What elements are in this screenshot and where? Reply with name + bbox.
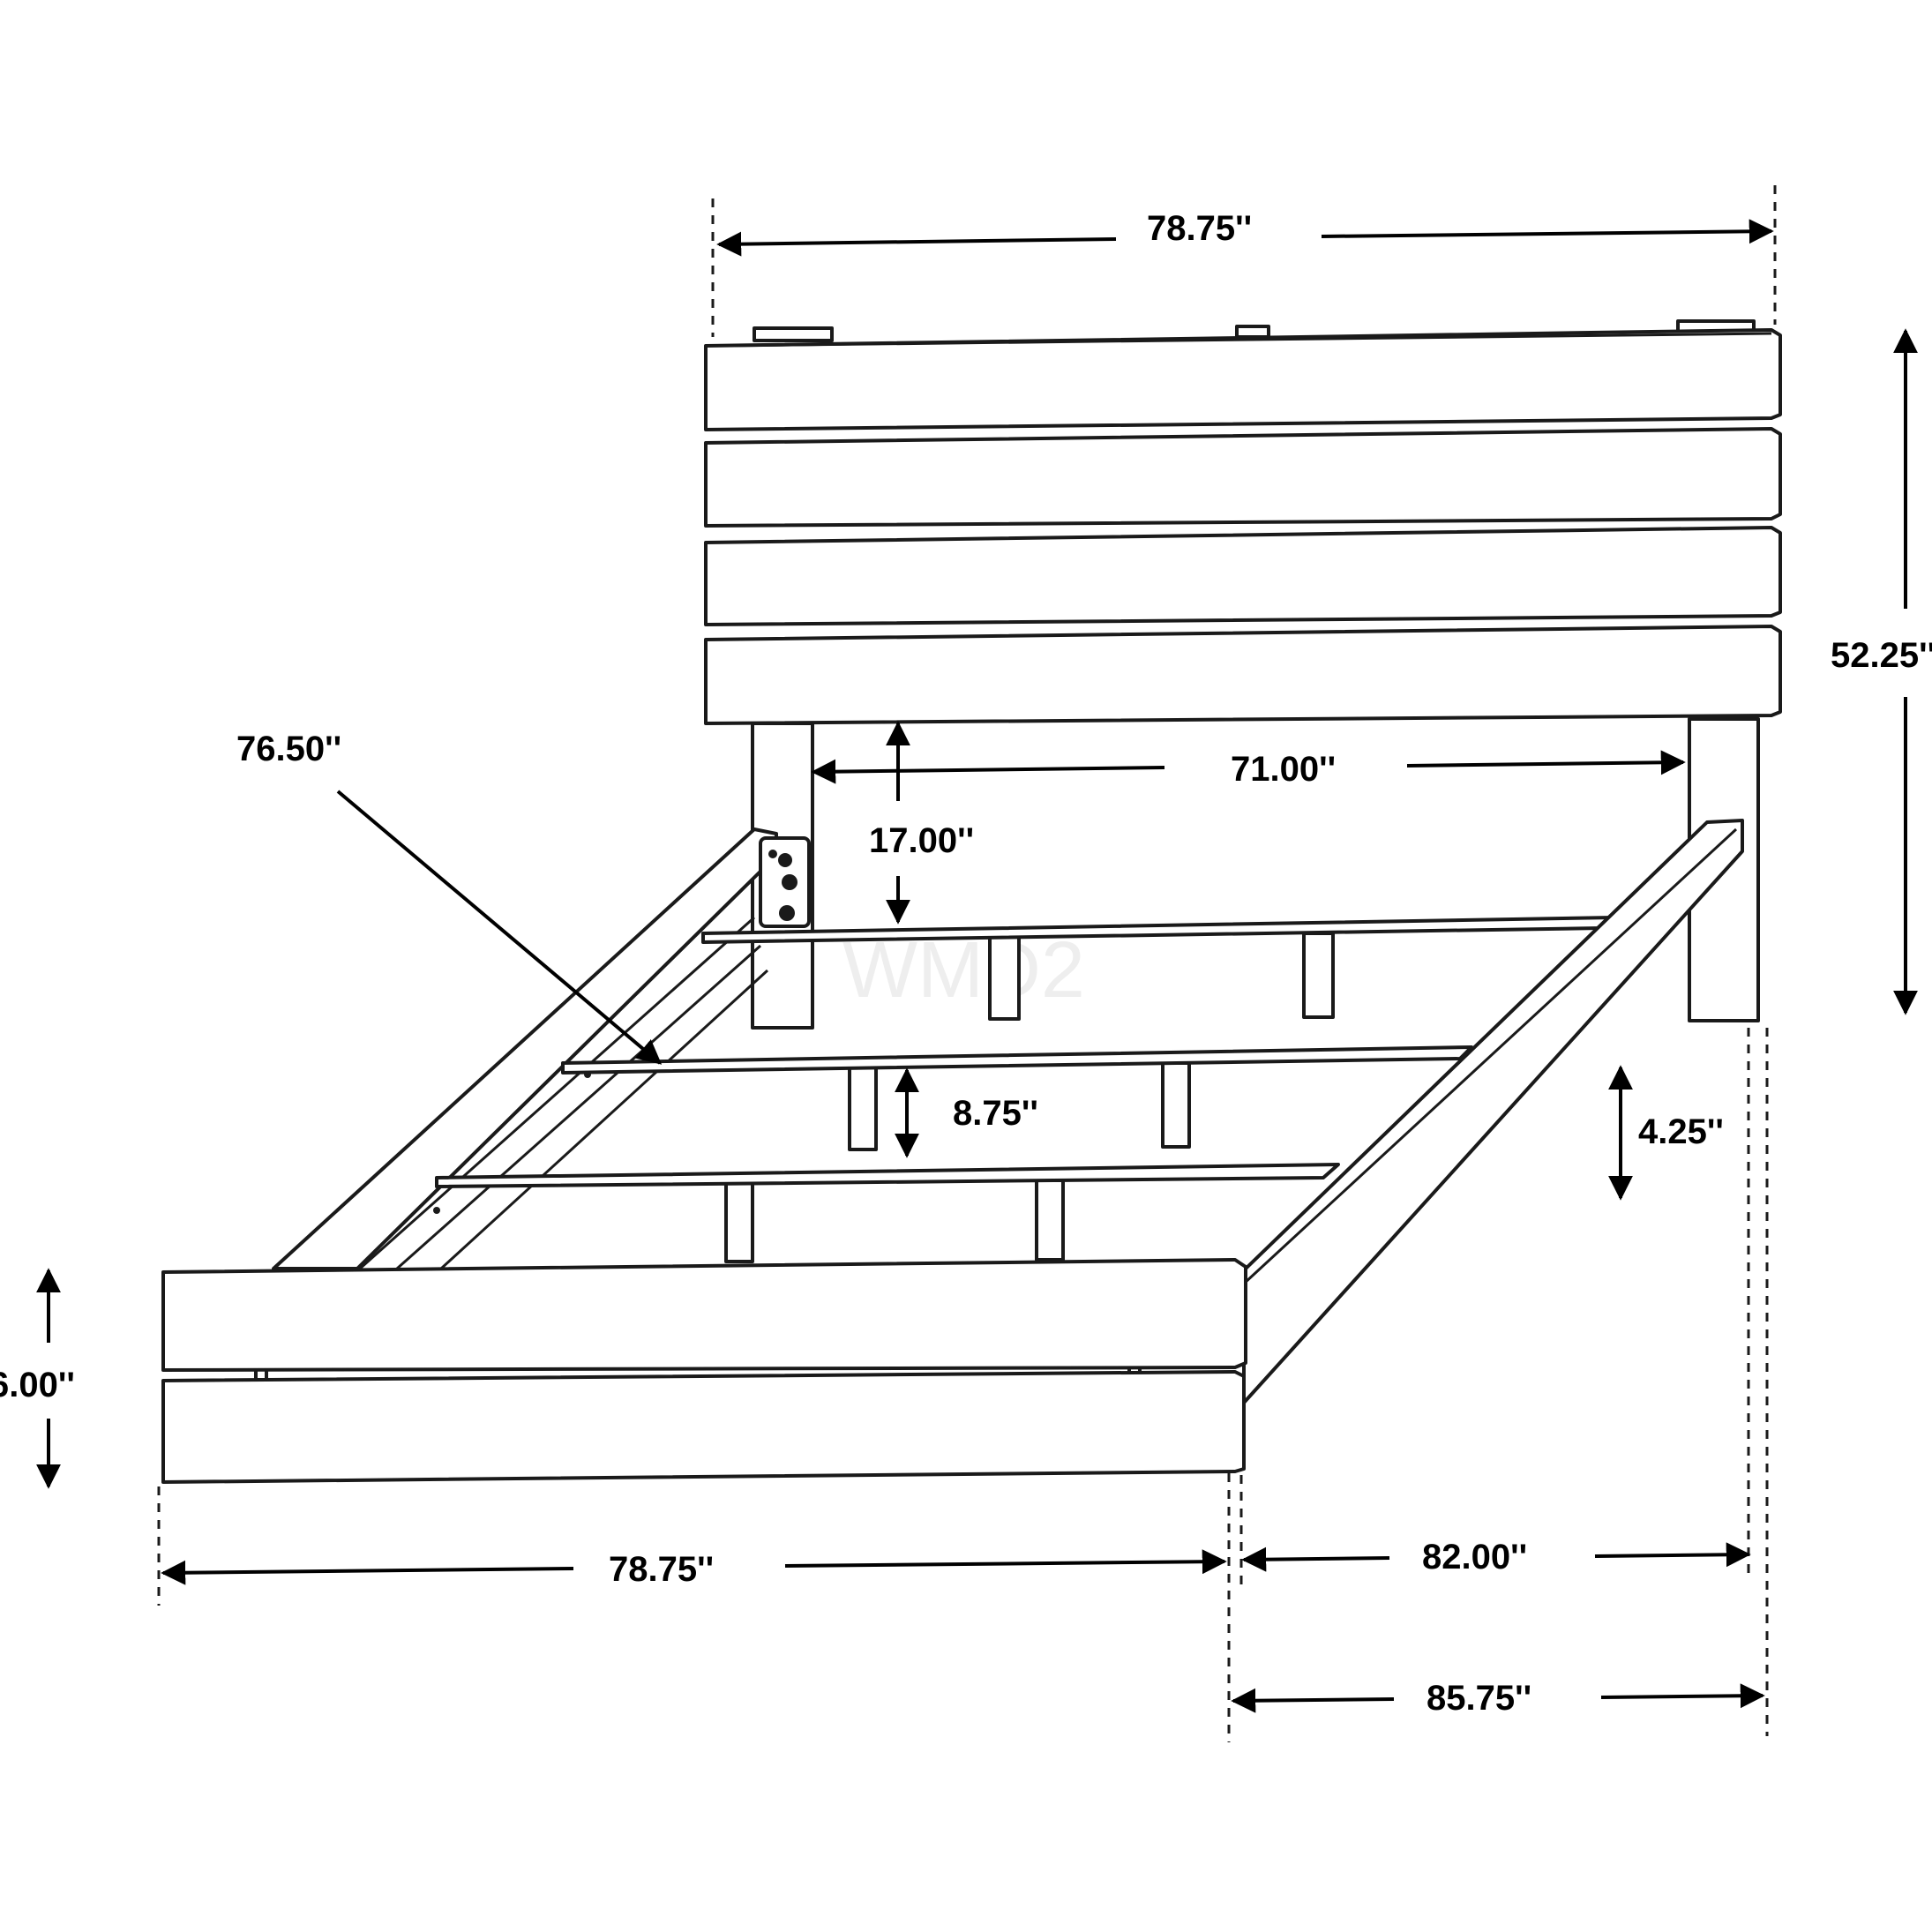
headboard-cap-center [1235,325,1270,339]
slats [435,916,1616,1263]
footboard [161,1258,1247,1484]
slat-2 [561,1045,1473,1075]
dim-rail-length: 76.50'' [236,730,341,768]
headboard-cap-left [753,326,834,342]
headboard [704,319,1782,1030]
dim-footboard-height: 6.00'' [0,1366,75,1404]
dim-footboard-width: 78.75'' [609,1550,714,1589]
dim-headboard-width: 78.75'' [1147,209,1252,248]
slat-3 [435,1163,1340,1188]
footboard-plank-top [161,1258,1247,1372]
headboard-plank-2 [704,427,1782,528]
dim-side-rail-height: 4.25'' [1638,1112,1724,1151]
dim-slat-clearance: 8.75'' [953,1094,1038,1133]
footboard-plank-bottom [161,1370,1246,1484]
slat-1 [701,916,1616,944]
headboard-plank-4 [704,625,1782,725]
headboard-plank-1 [704,328,1782,431]
right-side-rail [1242,819,1744,1404]
left-side-rail [272,827,811,1270]
dim-depth-overall: 85.75'' [1427,1679,1531,1718]
dim-depth-inner: 82.00'' [1422,1538,1527,1576]
dim-inner-width: 71.00'' [1231,750,1336,789]
dim-leg-clearance: 17.00'' [869,821,974,860]
dim-headboard-height: 52.25'' [1831,636,1932,675]
headboard-plank-3 [704,526,1782,626]
